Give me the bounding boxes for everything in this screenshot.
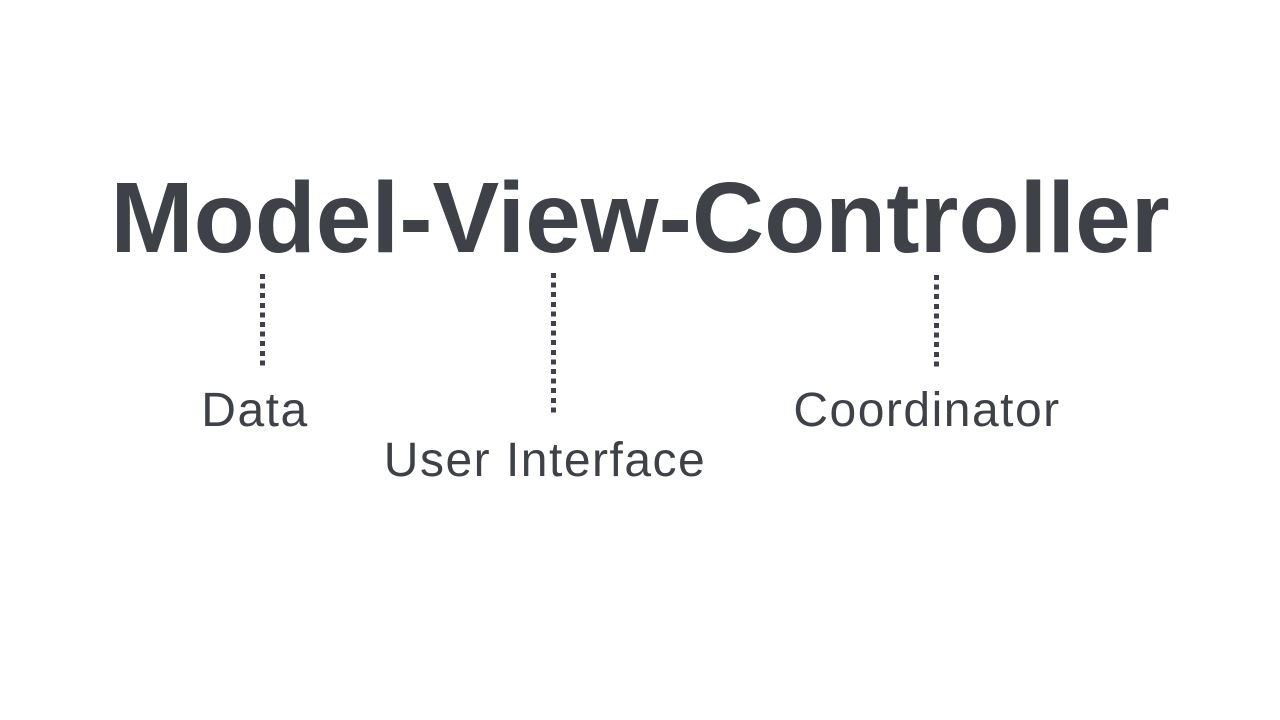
label-data: Data (201, 384, 309, 437)
page-title: Model-View-Controller (110, 162, 1170, 274)
label-coordinator: Coordinator (793, 384, 1061, 437)
model-connector-dotted-line (260, 274, 265, 370)
controller-connector-dotted-line (934, 275, 939, 370)
view-connector-dotted-line (551, 273, 556, 417)
label-user-interface: User Interface (383, 434, 707, 487)
